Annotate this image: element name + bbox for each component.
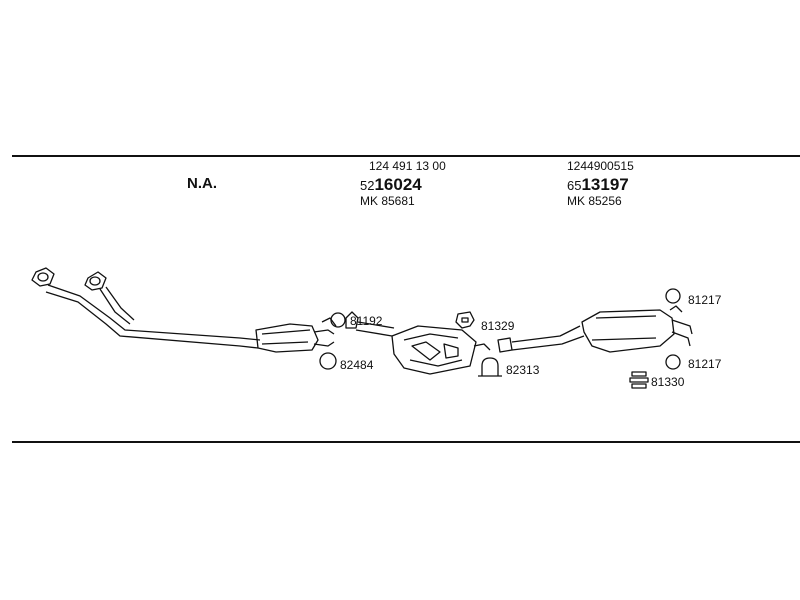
callout-code: 82484 xyxy=(340,358,374,372)
rear-muffler xyxy=(497,305,693,353)
callout-code: 81217 xyxy=(688,357,722,371)
mk-number-front-muffler: MK 85681 xyxy=(360,194,415,208)
front-muffler-section xyxy=(255,317,337,353)
middle-muffler xyxy=(345,311,491,375)
ring-gasket-icon xyxy=(330,312,346,328)
callout-code: 81192 xyxy=(350,314,383,328)
top-divider xyxy=(12,155,800,157)
mounting-rubber-icon xyxy=(629,371,649,389)
part-number-front-muffler: 5216024 xyxy=(360,176,422,194)
pipe-clamp-icon xyxy=(478,357,502,377)
callout-code: 81330 xyxy=(651,375,685,389)
ring-gasket-icon xyxy=(665,288,681,304)
rubber-hanger-icon xyxy=(455,311,475,329)
callout-code: 81329 xyxy=(481,319,515,333)
part-main: 16024 xyxy=(374,175,422,194)
oem-number-rear-muffler: 1244900515 xyxy=(567,159,634,173)
na-label: N.A. xyxy=(187,175,217,192)
callout-code: 81217 xyxy=(688,293,722,307)
part-prefix: 65 xyxy=(567,178,582,193)
oem-number-front-muffler: 124 491 13 00 xyxy=(369,159,446,173)
ring-gasket-icon xyxy=(319,352,337,370)
part-number-rear-muffler: 6513197 xyxy=(567,176,629,194)
bottom-divider xyxy=(12,441,800,443)
part-prefix: 52 xyxy=(360,178,375,193)
callout-code: 82313 xyxy=(506,363,540,377)
mk-number-rear-muffler: MK 85256 xyxy=(567,194,622,208)
front-downpipe xyxy=(31,267,261,349)
ring-gasket-icon xyxy=(665,354,681,370)
part-main: 13197 xyxy=(581,175,629,194)
